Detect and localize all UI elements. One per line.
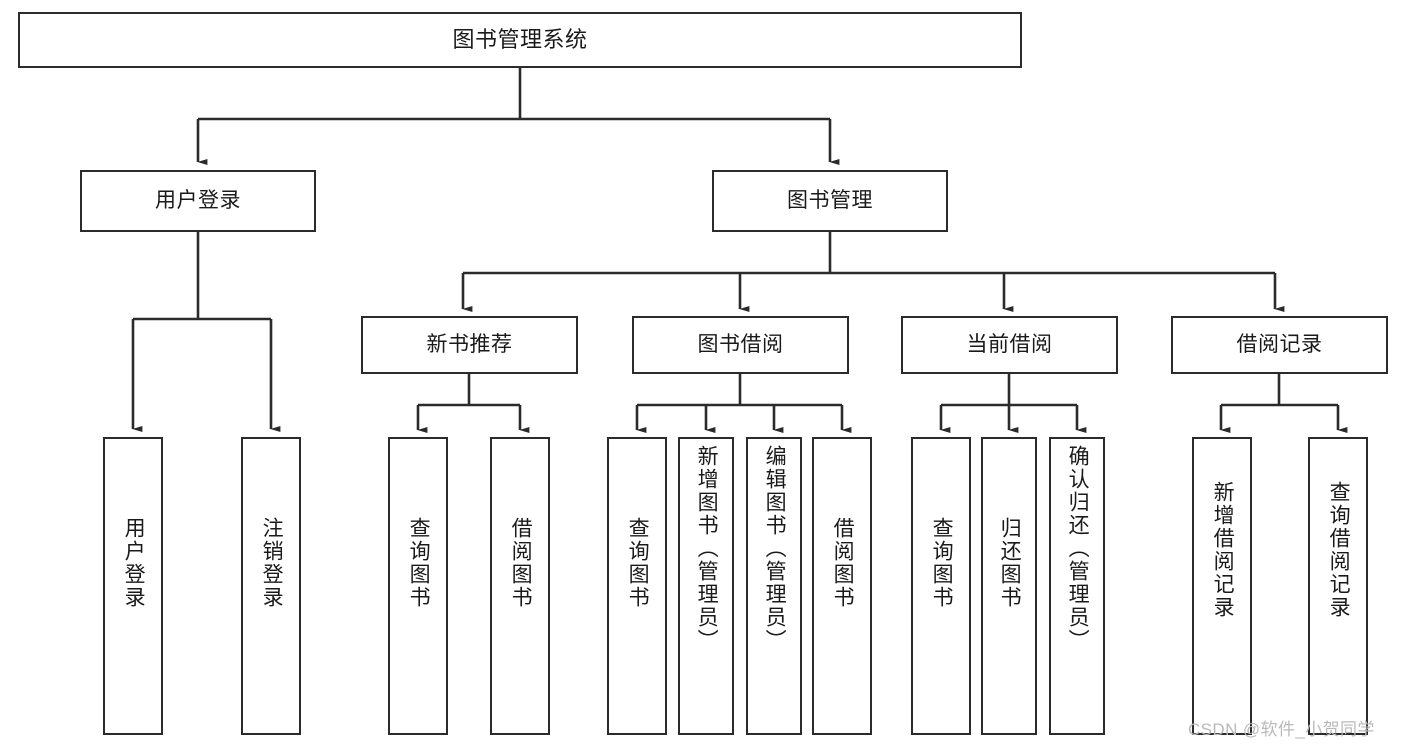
node-current-borrow-label: 当前借阅 xyxy=(966,332,1053,356)
node-leaf-user-login-label: 用户登录 xyxy=(122,517,146,609)
node-leaf-query-book-3[interactable]: 查询图书 xyxy=(911,437,971,735)
node-leaf-add-record[interactable]: 新增借阅记录 xyxy=(1192,437,1252,735)
node-leaf-add-book-label: 新增图书（管理员） xyxy=(695,445,719,652)
node-leaf-logout[interactable]: 注销登录 xyxy=(241,437,301,735)
node-leaf-query-record[interactable]: 查询借阅记录 xyxy=(1308,437,1368,735)
node-leaf-add-book[interactable]: 新增图书（管理员） xyxy=(678,437,734,735)
node-root[interactable]: 图书管理系统 xyxy=(18,12,1022,68)
node-leaf-query-book-1-label: 查询图书 xyxy=(407,517,431,609)
node-leaf-query-book-2-label: 查询图书 xyxy=(626,517,650,609)
node-leaf-borrow-book-1-label: 借阅图书 xyxy=(509,517,533,609)
node-current-borrow[interactable]: 当前借阅 xyxy=(901,316,1118,374)
node-book-manage-label: 图书管理 xyxy=(787,188,873,212)
node-leaf-return-book[interactable]: 归还图书 xyxy=(981,437,1037,735)
node-leaf-logout-label: 注销登录 xyxy=(260,517,284,609)
node-user-login[interactable]: 用户登录 xyxy=(80,170,316,232)
node-leaf-edit-book-label: 编辑图书（管理员） xyxy=(763,445,787,652)
node-leaf-edit-book[interactable]: 编辑图书（管理员） xyxy=(746,437,802,735)
node-leaf-return-book-label: 归还图书 xyxy=(998,517,1022,609)
node-new-book-rec[interactable]: 新书推荐 xyxy=(361,316,578,374)
node-leaf-query-book-3-label: 查询图书 xyxy=(930,517,954,609)
node-leaf-query-book-2[interactable]: 查询图书 xyxy=(607,437,667,735)
node-leaf-confirm-return-label: 确认归还（管理员） xyxy=(1066,445,1090,652)
node-leaf-confirm-return[interactable]: 确认归还（管理员） xyxy=(1049,437,1105,735)
node-leaf-borrow-book-2[interactable]: 借阅图书 xyxy=(812,437,872,735)
node-root-label: 图书管理系统 xyxy=(452,27,588,53)
node-leaf-borrow-book-2-label: 借阅图书 xyxy=(831,517,855,609)
node-book-manage[interactable]: 图书管理 xyxy=(712,170,948,232)
node-new-book-rec-label: 新书推荐 xyxy=(426,332,513,356)
node-user-login-label: 用户登录 xyxy=(155,188,241,212)
node-leaf-query-book-1[interactable]: 查询图书 xyxy=(388,437,448,735)
node-leaf-query-record-label: 查询借阅记录 xyxy=(1327,481,1351,619)
node-leaf-user-login[interactable]: 用户登录 xyxy=(103,437,163,735)
node-leaf-borrow-book-1[interactable]: 借阅图书 xyxy=(490,437,550,735)
node-borrow-record-label: 借阅记录 xyxy=(1236,332,1323,356)
node-borrow-record[interactable]: 借阅记录 xyxy=(1171,316,1388,374)
node-book-borrow-label: 图书借阅 xyxy=(697,332,784,356)
node-leaf-add-record-label: 新增借阅记录 xyxy=(1211,481,1235,619)
node-book-borrow[interactable]: 图书借阅 xyxy=(632,316,849,374)
